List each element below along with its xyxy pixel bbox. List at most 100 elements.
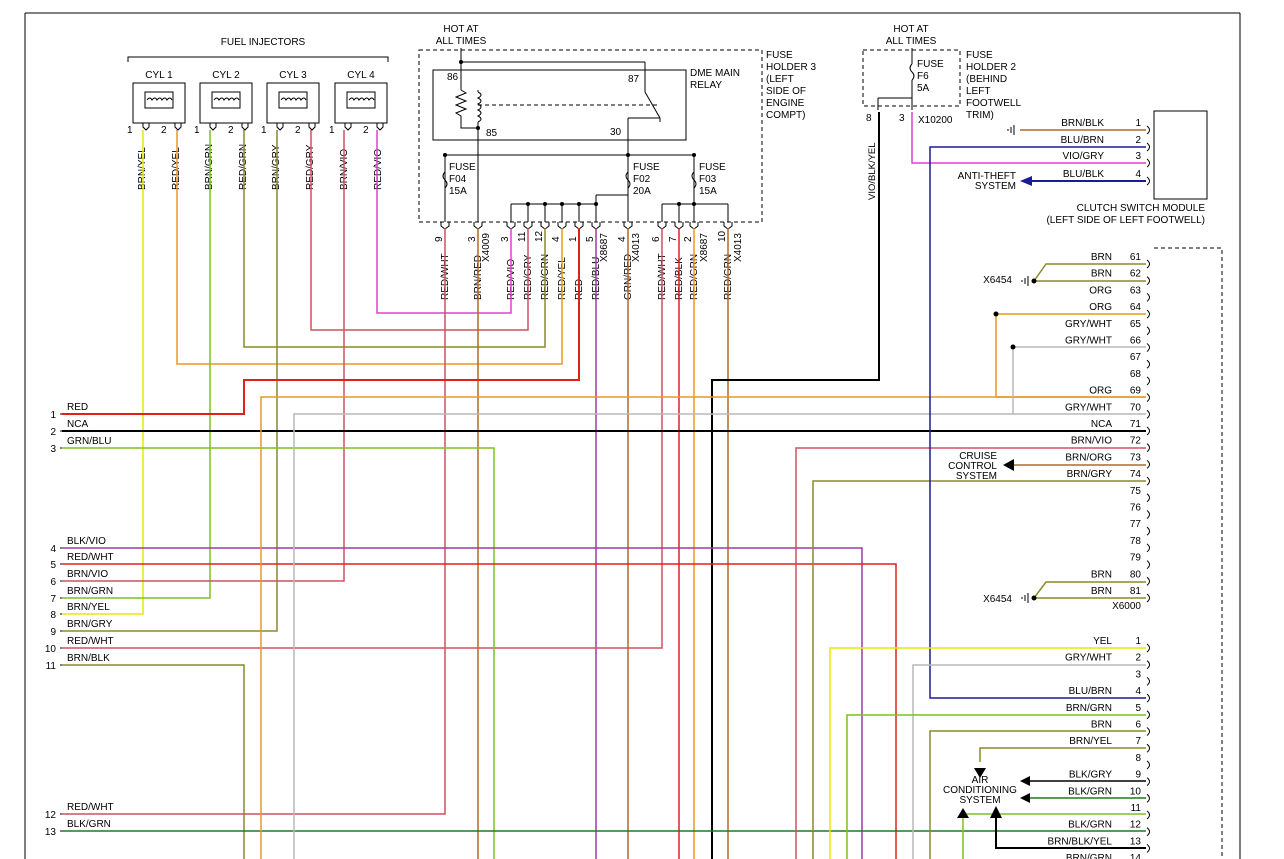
fh2-l1: FUSE: [966, 50, 993, 61]
left-pin-number: 7: [50, 594, 56, 605]
left-pin-number: 9: [50, 627, 56, 638]
lower-pin-number: 9: [1135, 770, 1141, 781]
ground-icon: [1021, 276, 1029, 286]
connector-pin: [1146, 510, 1150, 519]
fuse-holder-3-l6: COMPT): [766, 110, 805, 121]
wire-gry-wht-long: [293, 413, 1013, 859]
relay-connector-id: X4013: [733, 233, 744, 262]
relay-label-l1: DME MAIN: [690, 68, 740, 79]
aircon-arrow-up-13: [990, 806, 1002, 818]
injector-coil: [211, 91, 241, 109]
wire-brn-blk-yel: [995, 812, 1146, 849]
injector-pin: [209, 123, 249, 131]
wire-org-long: [260, 396, 1146, 859]
injector-pin-label: 2: [161, 125, 167, 136]
antitheft-arrow: [1020, 176, 1032, 186]
left-pin-number: 4: [50, 544, 56, 555]
f6-l2: F6: [917, 71, 929, 82]
injector-wire-label: RED/VIO: [373, 149, 384, 190]
connector-pin: [1146, 426, 1150, 436]
x6000-wire-label: GRY/WHT: [1065, 336, 1112, 347]
connector-pin: [1146, 693, 1150, 703]
x6000-pin-number: 76: [1130, 503, 1142, 514]
wire-brn-blk: [62, 664, 245, 859]
wire-brn-yel-7: [979, 747, 1146, 762]
x6000-wire-label: BRN: [1091, 586, 1112, 597]
clutch-pin-number: 3: [1135, 151, 1141, 162]
connector-pin: [1146, 560, 1150, 569]
wire-blu-brn: [929, 146, 1146, 699]
cruise-l1: CRUISE: [959, 451, 997, 462]
f03-l3: 15A: [699, 186, 717, 197]
left-pin-number: 2: [50, 427, 56, 438]
lower-wire-label: GRY/WHT: [1065, 653, 1112, 664]
left-pin-number: 10: [45, 644, 57, 655]
x6000-wire-label: BRN/GRY: [1067, 469, 1113, 480]
relay-pin: [557, 222, 567, 230]
lower-wire-label: BRN/GRN: [1066, 703, 1112, 714]
injector-coil: [144, 91, 174, 109]
x6000-pin-number: 81: [1130, 586, 1142, 597]
antitheft-l1: ANTI-THEFT: [958, 171, 1016, 182]
cylinder-label: CYL 3: [279, 70, 307, 81]
left-pin-number: 8: [50, 610, 56, 621]
connector-pin: [1146, 376, 1150, 386]
relay-connector-id: X8687: [599, 233, 610, 262]
lower-wire-label: BLU/BRN: [1069, 686, 1112, 697]
fh2-l2: HOLDER 2: [966, 62, 1016, 73]
left-wire-label: NCA: [67, 419, 88, 430]
wire-brn-61: [1033, 263, 1146, 282]
injector-box: [199, 82, 253, 124]
lower-pin-number: 3: [1135, 669, 1141, 680]
lower-pin-number: 5: [1135, 703, 1141, 714]
left-pin-number: 3: [50, 444, 56, 455]
x6000-pin-number: 74: [1130, 469, 1142, 480]
junction-dot: [1031, 595, 1037, 601]
connector-pin: [1146, 326, 1150, 336]
connector-pin: [1146, 576, 1150, 586]
wire-red-wht-10: [62, 228, 663, 649]
connector-pin: [1146, 793, 1150, 803]
pin-85: 85: [486, 128, 498, 139]
x6000-pin-number: 77: [1130, 519, 1142, 530]
x6000-outline: [1154, 247, 1223, 859]
wire-brn-gry: [62, 130, 278, 632]
wire-vio-gry: [911, 112, 1146, 164]
wire-brn-grn: [62, 130, 211, 599]
connector-pin: [1146, 460, 1150, 469]
left-wire-label: BLK/VIO: [67, 536, 106, 547]
relay-internals: [454, 48, 661, 222]
connector-pin: [1146, 142, 1150, 152]
connector-pin: [1146, 476, 1150, 486]
connector-pin: [1146, 743, 1150, 753]
connector-pin: [1146, 526, 1150, 536]
f02-l2: F02: [633, 174, 651, 185]
wire-grn-blu: [62, 447, 495, 859]
x6000-wire-label: BRN: [1091, 252, 1112, 263]
connector-pin: [1146, 660, 1150, 670]
wire-yel: [829, 647, 1146, 859]
wire-gry-wht-2: [912, 664, 1146, 859]
relay-pin: [657, 222, 667, 230]
wire-red-yel: [176, 130, 563, 365]
injector-box: [266, 82, 320, 124]
x6000-pin-number: 68: [1130, 369, 1142, 380]
x6000-pin-number: 70: [1130, 402, 1142, 413]
aircon-l2: CONDITIONING: [943, 785, 1017, 796]
fuel-injectors-title: FUEL INJECTORS: [221, 37, 306, 48]
junction-dot: [476, 126, 480, 130]
relay-pin-number: 5: [585, 236, 596, 242]
f03-l2: F03: [699, 174, 717, 185]
coil-winding: [348, 97, 375, 101]
lower-wire-label: BRN/GRN: [1066, 853, 1112, 859]
left-wire-label: BLK/GRN: [67, 819, 111, 830]
lower-wire-label: BLK/GRY: [1069, 770, 1112, 781]
relay-pin-number: 1: [568, 236, 579, 242]
x6000-wire-label: ORG: [1089, 285, 1112, 296]
pin-87: 87: [628, 74, 640, 85]
connector-pin: [1146, 493, 1150, 503]
connector-pin: [1146, 777, 1150, 786]
wire-brn-vio: [62, 130, 345, 582]
